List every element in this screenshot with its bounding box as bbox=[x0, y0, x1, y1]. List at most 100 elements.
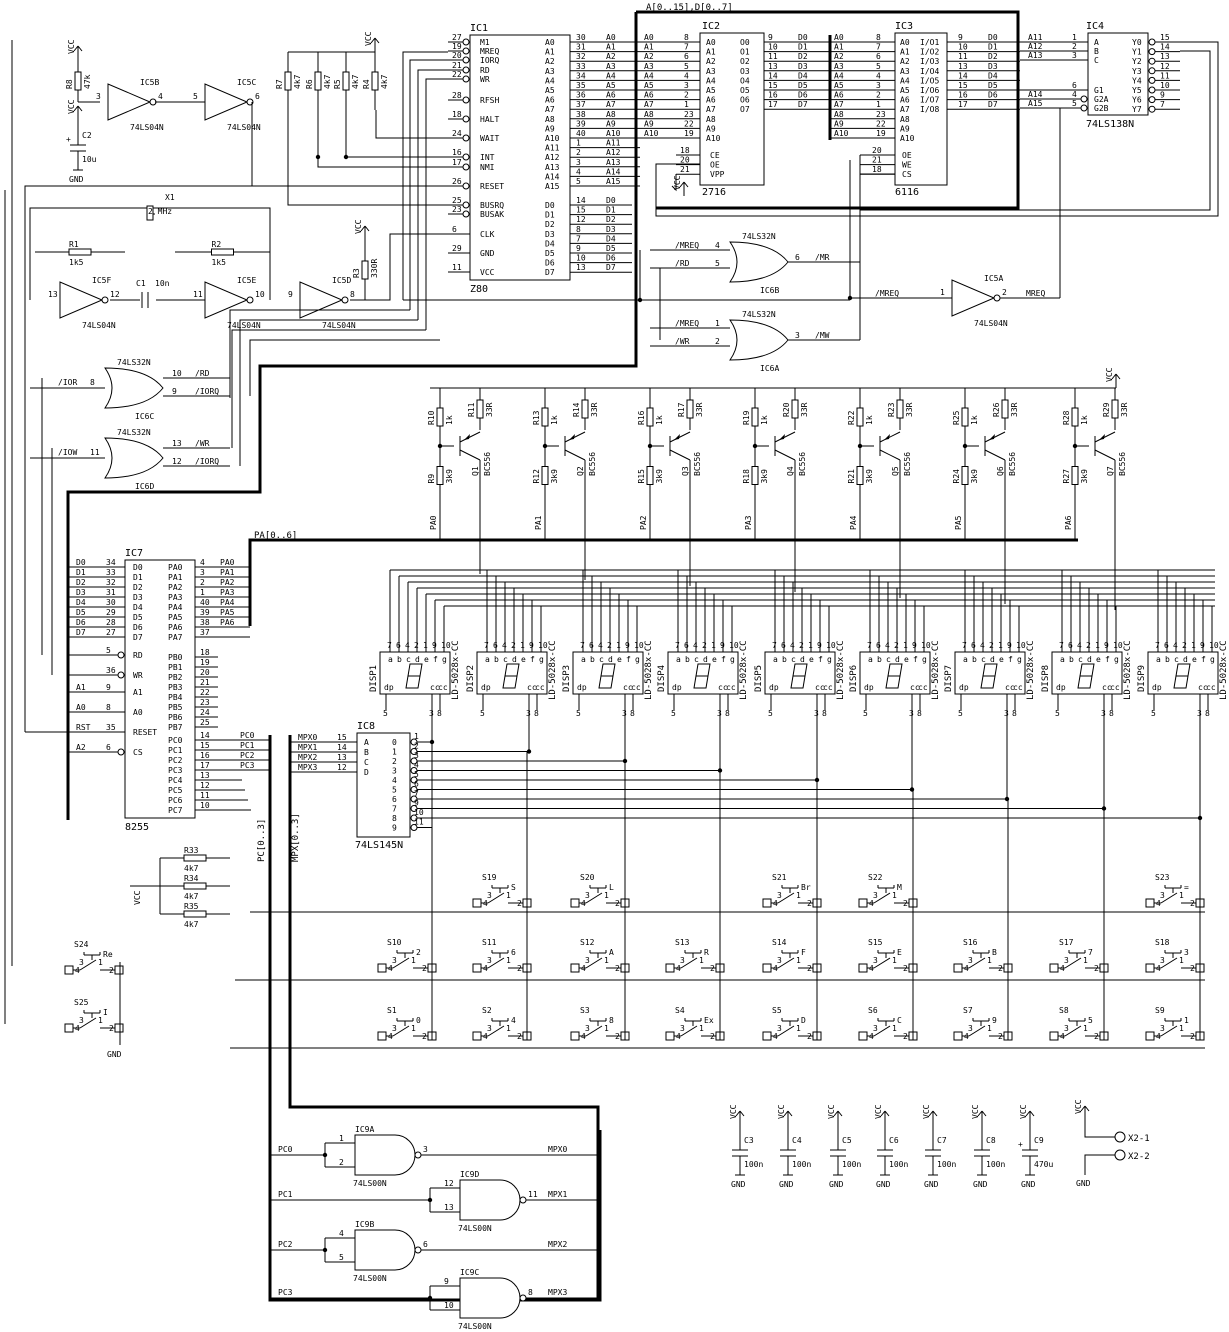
segment-name: d bbox=[703, 655, 708, 664]
pin-name: Y0 bbox=[1132, 38, 1142, 47]
wire bbox=[24, 185, 252, 732]
signal-name: D3 bbox=[988, 62, 998, 71]
pin-number: 4 bbox=[715, 241, 720, 250]
resistor-body bbox=[541, 407, 549, 427]
resistor-body bbox=[856, 407, 864, 427]
inversion-bubble bbox=[117, 651, 125, 659]
pin-number: 3 bbox=[487, 891, 492, 900]
pin-number: 3 bbox=[585, 956, 590, 965]
switch-ref: S16 bbox=[963, 938, 978, 947]
segment-name: e bbox=[1096, 655, 1101, 664]
pin-name: A13 bbox=[545, 163, 560, 172]
pin-number: 1 bbox=[576, 139, 581, 148]
pin-name: OE bbox=[902, 151, 912, 160]
pin-number: 17 bbox=[452, 158, 462, 167]
key-label: 2 bbox=[416, 948, 421, 957]
wire bbox=[873, 957, 891, 969]
signal-name: MPX2 bbox=[298, 753, 317, 762]
signal-name: A5 bbox=[644, 81, 654, 90]
pin-number: 6 bbox=[452, 225, 457, 234]
pin-name: CLK bbox=[480, 230, 495, 239]
switch-terminal bbox=[570, 898, 580, 908]
pin-name: cc bbox=[1110, 683, 1120, 692]
switch-terminal bbox=[472, 963, 482, 973]
pin-number: 1 bbox=[1191, 641, 1196, 650]
segment-glyph bbox=[1077, 663, 1095, 689]
signal-name: MPX1 bbox=[298, 743, 317, 752]
pin-number: 4 bbox=[1156, 1032, 1161, 1041]
pin-number: 10 bbox=[1160, 81, 1170, 90]
pin-name: A3 bbox=[706, 67, 716, 76]
vcc-label: VCC bbox=[777, 1104, 786, 1119]
pin-number: 9 bbox=[912, 641, 917, 650]
segment-name: d bbox=[512, 655, 517, 664]
pin-number: 15 bbox=[337, 733, 347, 742]
wire bbox=[345, 110, 448, 158]
nand-body bbox=[459, 1277, 521, 1319]
pin-name: cc bbox=[823, 683, 833, 692]
pin-name: O7 bbox=[740, 105, 750, 114]
segment-name: e bbox=[617, 655, 622, 664]
display-type: LD-5028x-CC bbox=[739, 640, 749, 700]
emitter-arrow bbox=[989, 434, 995, 440]
pin-number: 34 bbox=[576, 71, 586, 80]
signal-name: D3 bbox=[606, 225, 616, 234]
pin-number: 2 bbox=[989, 641, 994, 650]
segment-name: c bbox=[406, 655, 411, 664]
pin-number: 7 bbox=[1155, 641, 1160, 650]
resistor-ref: R29 bbox=[1102, 402, 1111, 417]
segment-name: a bbox=[388, 655, 393, 664]
pin-number: 20 bbox=[872, 146, 882, 155]
pin-number: 1 bbox=[604, 956, 609, 965]
pin-name: PB3 bbox=[168, 683, 183, 692]
pin-number: 3 bbox=[1160, 1024, 1165, 1033]
pin-number: 4 bbox=[885, 641, 890, 650]
pin-name: O2 bbox=[740, 57, 750, 66]
segment-name: c bbox=[886, 655, 891, 664]
resistor-body bbox=[342, 71, 350, 91]
pin-number: 9 bbox=[172, 387, 177, 396]
pin-number: 16 bbox=[768, 91, 778, 100]
emitter-arrow bbox=[464, 434, 470, 440]
pin-number: 3 bbox=[777, 1024, 782, 1033]
signal-name: PC1 bbox=[240, 741, 255, 750]
chip-type: Z80 bbox=[470, 284, 488, 295]
resistor-value: 4k7 bbox=[351, 74, 360, 89]
inversion-bubble bbox=[462, 66, 470, 74]
nand-body bbox=[354, 1134, 416, 1176]
emitter-arrow bbox=[1099, 434, 1105, 440]
wire bbox=[360, 225, 366, 232]
pin-number: 10 bbox=[255, 290, 265, 299]
segment-name: c bbox=[503, 655, 508, 664]
switch-ref: S11 bbox=[482, 938, 497, 947]
segment-name: d bbox=[1087, 655, 1092, 664]
resistor-value: 1k bbox=[655, 415, 664, 425]
segment-name: f bbox=[1008, 655, 1013, 664]
switch-terminal bbox=[114, 965, 124, 975]
pin-name: cc bbox=[718, 683, 728, 692]
resistor-body bbox=[541, 466, 549, 485]
cap-ref: C1 bbox=[136, 279, 146, 288]
pin-number: 8 bbox=[876, 33, 881, 42]
switch-terminal bbox=[762, 963, 772, 973]
vcc-symbol: VCC bbox=[673, 175, 689, 196]
chip-ref: IC2 bbox=[702, 21, 720, 32]
pin-number: 16 bbox=[200, 751, 210, 760]
